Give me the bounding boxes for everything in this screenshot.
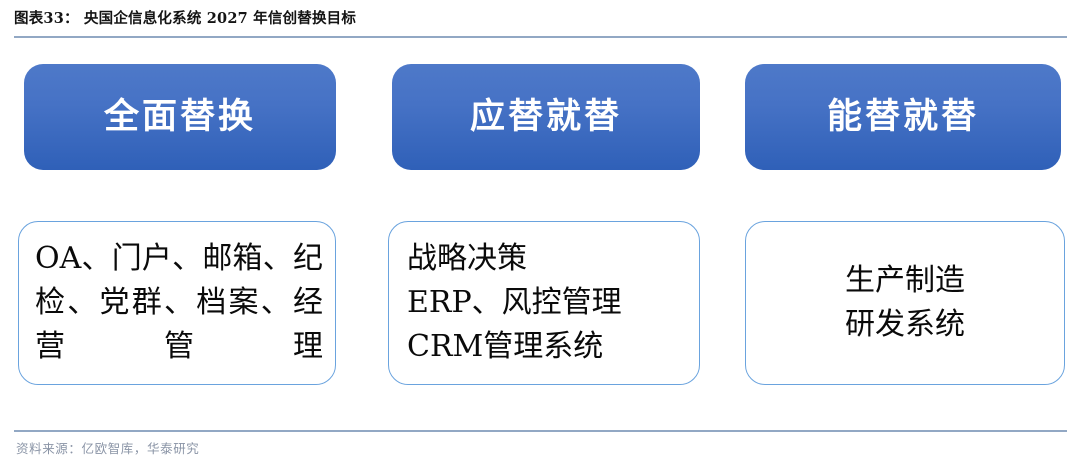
detail-text: 战略决策 ERP、风控管理 CRM管理系统 [407,241,622,364]
detail-box-should-replace-systems[interactable]: 战略决策 ERP、风控管理 CRM管理系统 [388,221,700,385]
detail-box-full-replacement-systems[interactable]: OA、门户、邮箱、纪检、党群、档案、经营管理 [18,221,336,385]
tier-box-full-replacement[interactable]: 全面替换 [24,64,336,170]
footer-divider [14,430,1067,432]
tier-label: 能替就替 [826,96,979,137]
figure-header: 图表33： 央国企信息化系统 2027 年信创替换目标 [0,0,1080,40]
system-category-row: OA、门户、邮箱、纪检、党群、档案、经营管理 战略决策 ERP、风控管理 CRM… [0,221,1080,385]
tier-label: 应替就替 [469,96,622,137]
detail-text: OA、门户、邮箱、纪检、党群、档案、经营管理 [35,241,323,364]
source-note: 资料来源：亿欧智库，华泰研究 [16,441,200,456]
page-title: 图表33： 央国企信息化系统 2027 年信创替换目标 [14,10,357,27]
tier-label: 全面替换 [103,96,256,137]
replacement-tier-row: 全面替换 应替就替 能替就替 [0,64,1080,170]
tier-box-can-replace[interactable]: 能替就替 [745,64,1061,170]
detail-text: 生产制造 研发系统 [845,263,965,342]
header-divider [14,36,1067,38]
detail-box-can-replace-systems[interactable]: 生产制造 研发系统 [745,221,1065,385]
tier-box-should-replace[interactable]: 应替就替 [392,64,700,170]
